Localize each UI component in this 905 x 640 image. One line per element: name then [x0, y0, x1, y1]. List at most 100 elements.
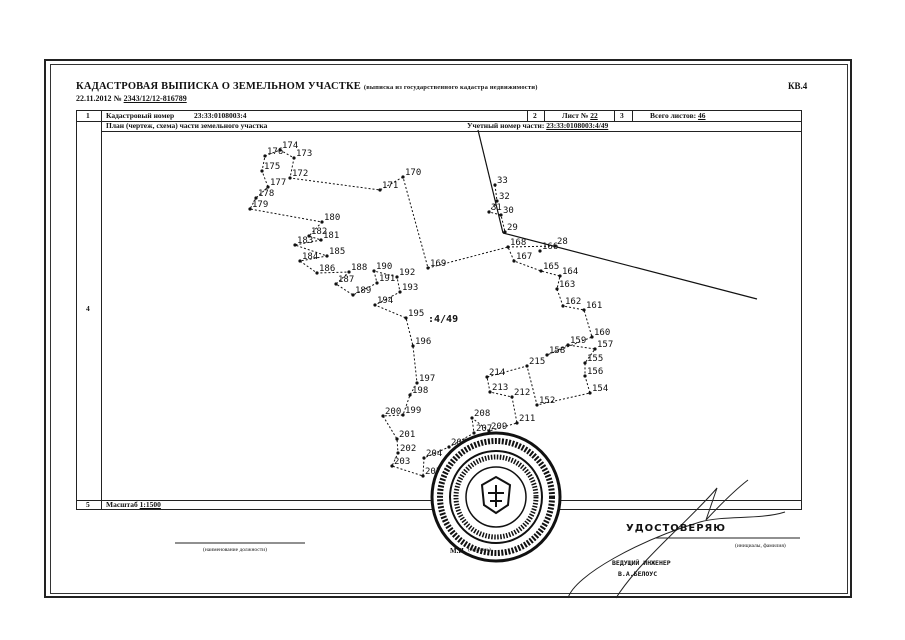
plan-point-marker: [472, 431, 476, 435]
document-inner-frame: [50, 64, 848, 594]
plan-point-marker: [396, 451, 400, 455]
plan-point-marker: [307, 234, 311, 238]
plan-point-marker: [266, 185, 270, 189]
plan-point-marker: [298, 259, 302, 263]
plan-point-marker: [499, 213, 503, 217]
plan-point-label: 175: [264, 162, 280, 172]
boundary-line: [502, 232, 758, 300]
plan-point-label: 32: [499, 192, 510, 202]
plan-label: План (чертеж, схема) части земельного уч…: [106, 121, 268, 130]
plan-point-marker: [503, 230, 507, 234]
plan-point-marker: [470, 416, 474, 420]
plan-point-label: 184: [302, 252, 318, 262]
plan-point-marker: [395, 437, 399, 441]
plan-point-marker: [373, 303, 377, 307]
plan-point-marker: [525, 364, 529, 368]
plan-point-label: 180: [324, 213, 340, 223]
plan-point-label: 33: [497, 176, 508, 186]
plan-point-label: 158: [549, 346, 565, 356]
plan-point-marker: [248, 207, 252, 211]
plan-point-marker: [555, 287, 559, 291]
plan-point-label: 174: [282, 141, 298, 151]
plan-point-label: 189: [355, 286, 371, 296]
row5-number: 5: [86, 500, 90, 509]
name-caption: (инициалы, фамилия): [735, 543, 786, 549]
plan-point-marker: [401, 175, 405, 179]
cadastral-label: Кадастровый номер: [106, 111, 175, 120]
plan-point-marker: [447, 445, 451, 449]
plan-point-marker: [263, 154, 267, 158]
plan-point-marker: [292, 156, 296, 160]
plan-point-marker: [278, 148, 282, 152]
title-subtitle: (выписка из государственного кадастра не…: [363, 84, 538, 91]
total-sheets-cell: Всего листов: 46: [650, 111, 706, 120]
col-divider: [632, 111, 633, 121]
plan-point-marker: [583, 374, 587, 378]
plan-point-label: 152: [539, 396, 555, 406]
plan-point-marker: [485, 375, 489, 379]
date-line: 22.11.2012 № 2343/12/12-816789: [76, 94, 187, 103]
plan-point-marker: [593, 347, 597, 351]
plan-point-label: 209: [491, 422, 507, 432]
plan-point-marker: [515, 421, 519, 425]
row-divider: [101, 131, 801, 132]
plan-point-marker: [260, 169, 264, 173]
plan-point-label: 157: [597, 340, 613, 350]
plan-point-label: 161: [586, 301, 602, 311]
issue-date: 22.11.2012: [76, 94, 112, 103]
plan-point-marker: [583, 361, 587, 365]
plan-point-label: 182: [311, 227, 327, 237]
plan-point-marker: [558, 274, 562, 278]
plan-point-label: 171: [382, 181, 398, 191]
plan-point-label: 199: [405, 406, 421, 416]
plan-point-label: 165: [543, 262, 559, 272]
total-sheets: 46: [698, 111, 706, 120]
number-prefix: №: [113, 94, 122, 103]
plan-point-marker: [347, 270, 351, 274]
plan-point-marker: [395, 275, 399, 279]
plan-point-marker: [535, 403, 539, 407]
signature-stroke-icon: [567, 511, 786, 599]
plan-point-label: 167: [516, 252, 532, 262]
plan-point-label: 186: [319, 264, 335, 274]
sheet-cell: Лист № 22: [562, 111, 598, 120]
col-divider: [101, 111, 102, 509]
row-divider: [77, 121, 801, 122]
scale-cell: Масштаб 1:1500: [106, 500, 161, 509]
position-caption: (наименование должности): [203, 547, 267, 553]
plan-point-label: 208: [474, 409, 490, 419]
plan-point-marker: [493, 183, 497, 187]
plan-point-label: 214: [489, 368, 505, 378]
plan-point-label: 181: [323, 231, 339, 241]
document-outer-frame: [44, 59, 852, 598]
plan-point-label: 197: [419, 374, 435, 384]
row1-number: 1: [86, 111, 90, 120]
part-plan-label: :4/49: [428, 314, 458, 325]
plan-point-marker: [582, 308, 586, 312]
plan-point-marker: [411, 344, 415, 348]
plan-point-label: 162: [565, 297, 581, 307]
certify-label: УДОСТОВЕРЯЮ: [626, 523, 726, 534]
plan-point-marker: [375, 281, 379, 285]
plan-point-label: 196: [415, 337, 431, 347]
plan-point-marker: [254, 196, 258, 200]
plan-point-marker: [398, 290, 402, 294]
plan-point-marker: [506, 245, 510, 249]
title-main: КАДАСТРОВАЯ ВЫПИСКА О ЗЕМЕЛЬНОМ УЧАСТКЕ: [76, 81, 361, 92]
plan-point-label: 156: [587, 367, 603, 377]
plan-point-label: 179: [252, 200, 268, 210]
sheet-number: 22: [590, 111, 598, 120]
sign-caption: (подпись): [468, 547, 491, 553]
plan-point-label: 188: [351, 263, 367, 273]
plan-point-marker: [590, 335, 594, 339]
col3-number: 3: [620, 111, 624, 120]
plan-point-label: 190: [376, 262, 392, 272]
plan-point-label: 170: [405, 168, 421, 178]
issue-number: 2343/12/12-816789: [123, 94, 187, 103]
plan-point-label: 176: [267, 147, 283, 157]
plan-point-marker: [588, 391, 592, 395]
sheet-label: Лист №: [562, 111, 589, 120]
plan-point-label: 212: [514, 388, 530, 398]
plan-point-label: 163: [559, 280, 575, 290]
